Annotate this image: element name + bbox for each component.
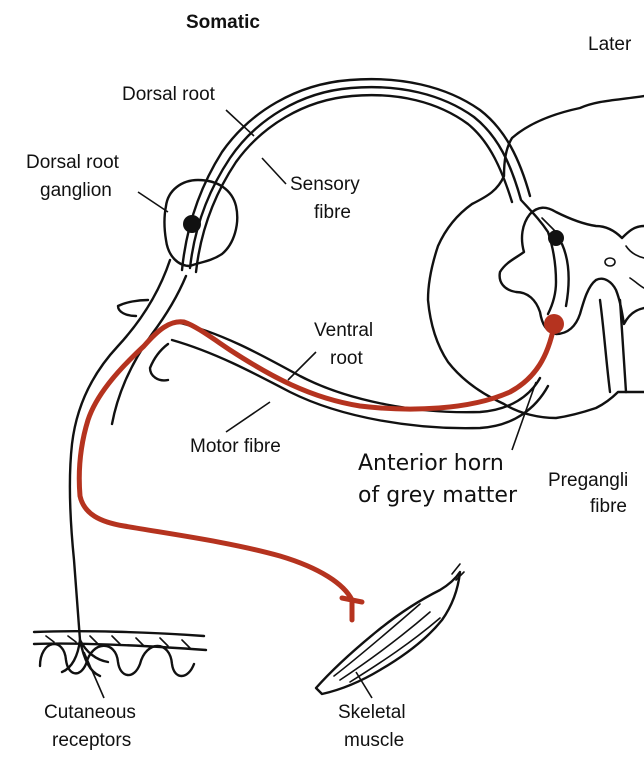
skeletal-muscle (314, 563, 465, 696)
label-anterior-1: Anterior horn (358, 451, 504, 476)
label-dorsal-root: Dorsal root (122, 84, 216, 105)
dorsal-root (180, 77, 558, 316)
ganglion-cell-body (183, 215, 201, 233)
leader-sensory (261, 157, 287, 185)
leader-cutaneous (83, 651, 105, 699)
muscle-tendon-right (451, 563, 465, 581)
dorsal-root-ganglion (163, 178, 239, 268)
ganglion-outline (163, 178, 239, 268)
label-motor-fibre: Motor fibre (190, 436, 281, 457)
leader-anterior-horn (511, 381, 537, 451)
leader-ventral (287, 351, 317, 381)
receptor-loops (38, 642, 196, 678)
leader-motor (225, 401, 271, 433)
leader-lines (83, 109, 537, 699)
sensory-fibre (188, 85, 558, 316)
dorsal-root-inner (194, 93, 514, 274)
leader-skeletal (355, 671, 373, 699)
lateral-cell-body (548, 230, 564, 246)
motor-pathway (76, 314, 564, 623)
motor-endplate (339, 595, 365, 623)
title-somatic: Somatic (186, 12, 260, 33)
label-skeletal-2: muscle (344, 730, 404, 751)
muscle-fibres (333, 603, 441, 683)
skin-hatching (45, 635, 191, 649)
labels: Somatic Later Dorsal root Dorsal root ga… (26, 12, 632, 751)
ventral-root-lower (170, 338, 550, 430)
lateral-horn-marks (625, 245, 644, 289)
muscle-outline (314, 570, 462, 696)
grey-matter (498, 206, 644, 336)
leader-ganglion (137, 191, 169, 213)
label-cutaneous-1: Cutaneous (44, 702, 136, 723)
ramus-stub-upper (116, 298, 150, 318)
spinal-nerve-right (110, 274, 188, 426)
cutaneous-receptors (32, 630, 208, 678)
spinal-cord-section (426, 94, 644, 420)
spinal-nerve-left (68, 258, 172, 642)
leader-dorsal-root (225, 109, 255, 137)
skin-line-upper (32, 630, 206, 638)
label-ganglion-1: Dorsal root (26, 152, 120, 173)
lateral-horn-neuron (541, 217, 570, 308)
ramus-stub-lower (148, 342, 170, 382)
motor-neuron-path (76, 319, 557, 603)
label-ventral-1: Ventral (314, 320, 373, 341)
label-lateral: Later (588, 34, 632, 55)
label-anterior-2: of grey matter (358, 483, 518, 508)
label-skeletal-1: Skeletal (338, 702, 406, 723)
label-cutaneous-2: receptors (52, 730, 131, 751)
label-ganglion-2: ganglion (40, 180, 112, 201)
spinal-cord-outline (426, 94, 644, 420)
skin-line-lower (32, 642, 208, 652)
lateral-cell-dendrite (541, 217, 557, 233)
label-pregang-2: fibre (590, 496, 627, 517)
label-sensory-1: Sensory (290, 174, 360, 195)
dorsal-root-outer (180, 77, 532, 272)
lateral-cell-axon (560, 242, 570, 308)
ventral-root-upper (174, 320, 542, 414)
spinal-nerve (68, 258, 550, 642)
label-sensory-2: fibre (314, 202, 351, 223)
central-canal (604, 257, 616, 267)
anterior-horn-cell-body (544, 314, 564, 334)
label-ventral-2: root (330, 348, 363, 369)
label-pregang-1: Pregangli (548, 470, 628, 491)
